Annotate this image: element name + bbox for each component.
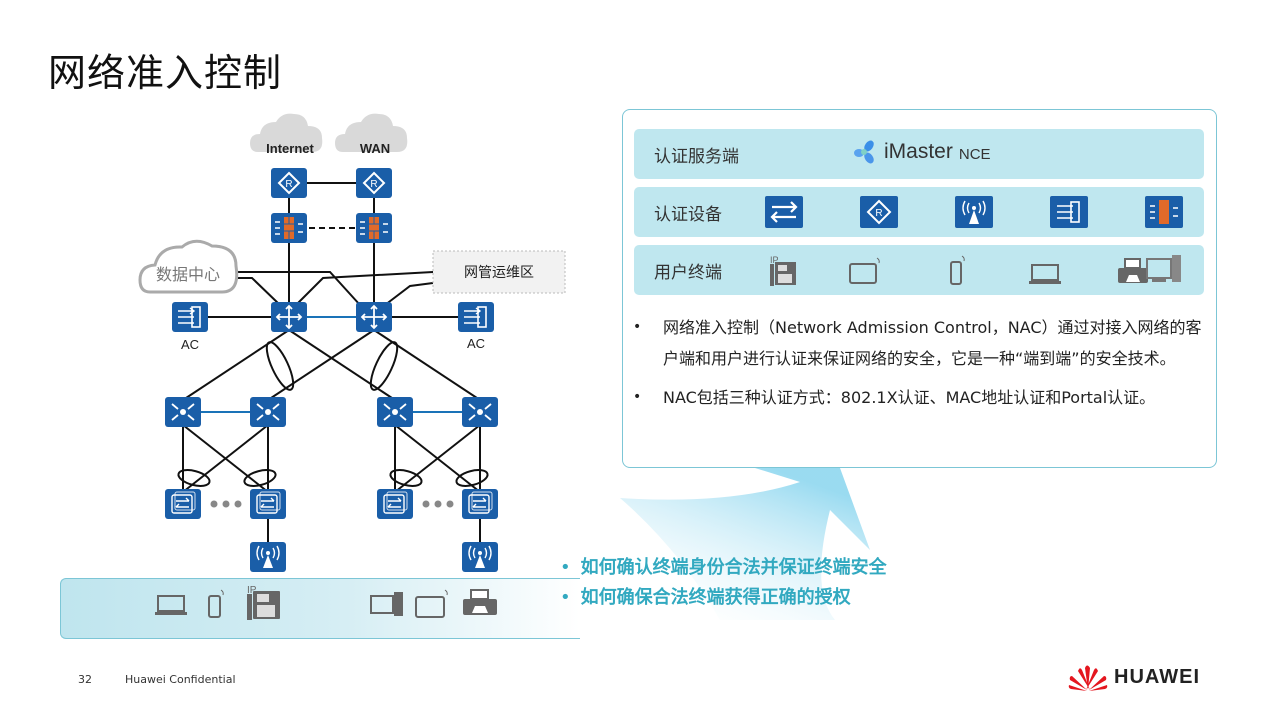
key-questions: 如何确认终端身份合法并保证终端安全 如何确保合法终端获得正确的授权 [560, 553, 887, 613]
access-switch-icon [164, 488, 202, 520]
ellipsis-icon [210, 500, 454, 508]
auth-server-label: 认证服务端 [654, 147, 739, 167]
terminal-band: IP [60, 578, 580, 639]
desktop-pc-icon [370, 592, 403, 616]
router-icon [355, 167, 393, 199]
aggregation-switch-icon [461, 396, 499, 428]
svg-text:R: R [875, 208, 882, 219]
ac-left-label: AC [181, 337, 199, 352]
switch-icon [765, 196, 803, 228]
question-item: 如何确保合法终端获得正确的授权 [560, 583, 887, 613]
aggregation-switch-icon [249, 396, 287, 428]
wan-label: WAN [360, 141, 390, 156]
printer-icon [463, 589, 497, 615]
firewall-icon [1145, 196, 1183, 228]
desktop-pc-icon [1146, 255, 1181, 282]
laptop-icon [155, 595, 187, 615]
wan-cloud: WAN [335, 113, 408, 156]
router-icon [270, 167, 308, 199]
svg-text:IP: IP [247, 585, 257, 596]
aggregation-switch-icon [376, 396, 414, 428]
page-title: 网络准入控制 [48, 51, 283, 95]
data-center-cloud: 数据中心 [138, 239, 239, 294]
page-number: 32 [78, 673, 92, 686]
access-switch-icon [249, 488, 287, 520]
management-zone-label: 网管运维区 [464, 265, 534, 281]
internet-cloud: Internet [250, 113, 323, 156]
wireless-ap-icon [955, 196, 993, 228]
firewall-icon [270, 212, 308, 244]
management-zone: 网管运维区 [432, 250, 566, 294]
router-icon: R [860, 196, 898, 228]
ac-right-label: AC [467, 336, 485, 351]
smartphone-icon [208, 589, 224, 618]
huawei-wordmark: HUAWEI [1114, 665, 1200, 688]
user-terminal-row: 用户终端 IP [634, 245, 1204, 295]
bullet-item: NAC包括三种认证方式：802.1X认证、MAC地址认证和Portal认证。 [633, 382, 1208, 413]
access-switch-icon [461, 488, 499, 520]
wireless-ap-icon [461, 541, 499, 573]
access-switch-icon [376, 488, 414, 520]
data-center-label: 数据中心 [156, 265, 220, 284]
confidentiality-label: Huawei Confidential [125, 673, 236, 686]
core-switch-icon [355, 301, 393, 333]
user-terminal-label: 用户终端 [654, 263, 722, 283]
terminal-icons: IP [155, 585, 497, 620]
printer-icon [1118, 258, 1148, 283]
ip-phone-icon: IP [247, 585, 280, 620]
wireless-ap-icon [249, 541, 287, 573]
wireless-controller-icon [457, 301, 495, 333]
auth-server-row: 认证服务端 iMaster NCE [634, 129, 1204, 179]
smartphone-icon [950, 255, 965, 285]
info-panel: 认证服务端 iMaster NCE 认证设备 R 用户终端 IP [622, 109, 1217, 468]
tablet-icon [415, 589, 448, 618]
auth-device-icons: R [765, 196, 1183, 228]
links [177, 182, 489, 545]
wireless-controller-icon [1050, 196, 1088, 228]
ip-phone-icon: IP [770, 255, 796, 286]
huawei-petals-icon [1068, 665, 1108, 691]
internet-label: Internet [266, 141, 314, 156]
firewall-icon [355, 212, 393, 244]
nac-description-list: 网络准入控制（Network Admission Control，NAC）通过对… [633, 312, 1208, 413]
svg-text:IP: IP [770, 255, 779, 265]
core-switch-icon [270, 301, 308, 333]
huawei-logo: HUAWEI [1068, 662, 1200, 692]
auth-device-label: 认证设备 [654, 205, 722, 225]
imaster-nce-logo: iMaster NCE [852, 139, 991, 165]
bullet-item: 网络准入控制（Network Admission Control，NAC）通过对… [633, 312, 1208, 374]
tablet-icon [849, 257, 880, 284]
aggregation-switch-icon [164, 396, 202, 428]
user-terminal-icons: IP [770, 255, 1148, 286]
imaster-product-suffix: NCE [958, 145, 991, 163]
imaster-logo-icon [854, 140, 874, 164]
auth-device-row: 认证设备 R [634, 187, 1204, 237]
imaster-product-name: iMaster [884, 140, 953, 163]
wireless-controller-icon [171, 301, 209, 333]
question-item: 如何确认终端身份合法并保证终端安全 [560, 553, 887, 583]
laptop-icon [1029, 264, 1061, 284]
network-topology-diagram: R [138, 113, 566, 573]
